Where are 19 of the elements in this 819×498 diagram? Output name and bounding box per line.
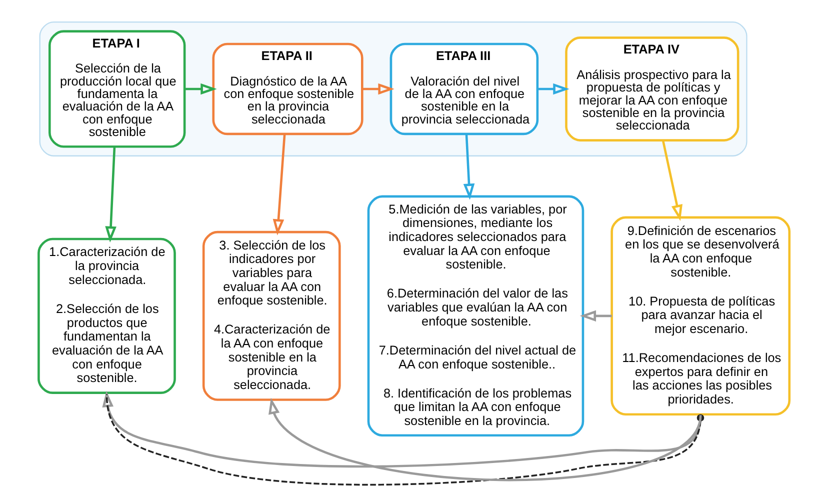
arrow (661, 140, 682, 221)
arrow (362, 83, 394, 95)
node-box: 3. Selección de los indicadores por variables para evaluar la AA con enfoque sostenible. 4.Caracterización de la AA con enfoque sostenible en la provincia seleccionada. (202, 230, 340, 401)
arrow (184, 83, 216, 95)
node-box: 1.Caracterización de la provincia seleccionada. 2.Selección de los productos que fundamentan la evaluación de la AA con enfoque sostenible. (37, 238, 176, 394)
node-box: ETAPA I Selección de la producción local que fundamenta la evaluación de la AA con enfoque sostenible (48, 30, 186, 148)
arrow (537, 83, 569, 95)
arrow (102, 390, 702, 468)
node-box: ETAPA II Diagnóstico de la AA con enfoque sostenible en la provincia seleccionada (212, 42, 363, 136)
arrow (462, 134, 474, 200)
arrow (272, 134, 286, 236)
arrow (268, 398, 702, 482)
node-box: ETAPA III Valoración del nivel de la AA con enfoque sostenible en la provincia seleccionada (389, 42, 538, 136)
node-box: 9.Definición de escenarios en los que se desenvolverá la AA con enfoque sostenible. 10. Propuesta de políticas para avanzar hacia el mejor escenario. 11.Recomendaciones de los expertos para definir en las acciones las posibles prioridades. (610, 216, 790, 416)
node-box: 5.Medición de las variables, por dimensiones, mediante los indicadores seleccionados para evaluar la AA con enfoque sostenible. 6.Determinación del valor de las variables que evalúan la AA con enfoque sostenible. 7.Determinación del nivel actual de AA con enfoque sostenible.. 8. Identificación de los problemas que limitan la AA con enfoque sostenible en la provincia. (366, 195, 584, 437)
arrow (579, 310, 612, 322)
node-box: ETAPA IV Análisis prospectivo para la propuesta de políticas y mejorar la AA con enfoque sostenible en la provincia seleccionada (564, 36, 739, 142)
arrow (104, 146, 116, 242)
cluster (38, 22, 747, 156)
